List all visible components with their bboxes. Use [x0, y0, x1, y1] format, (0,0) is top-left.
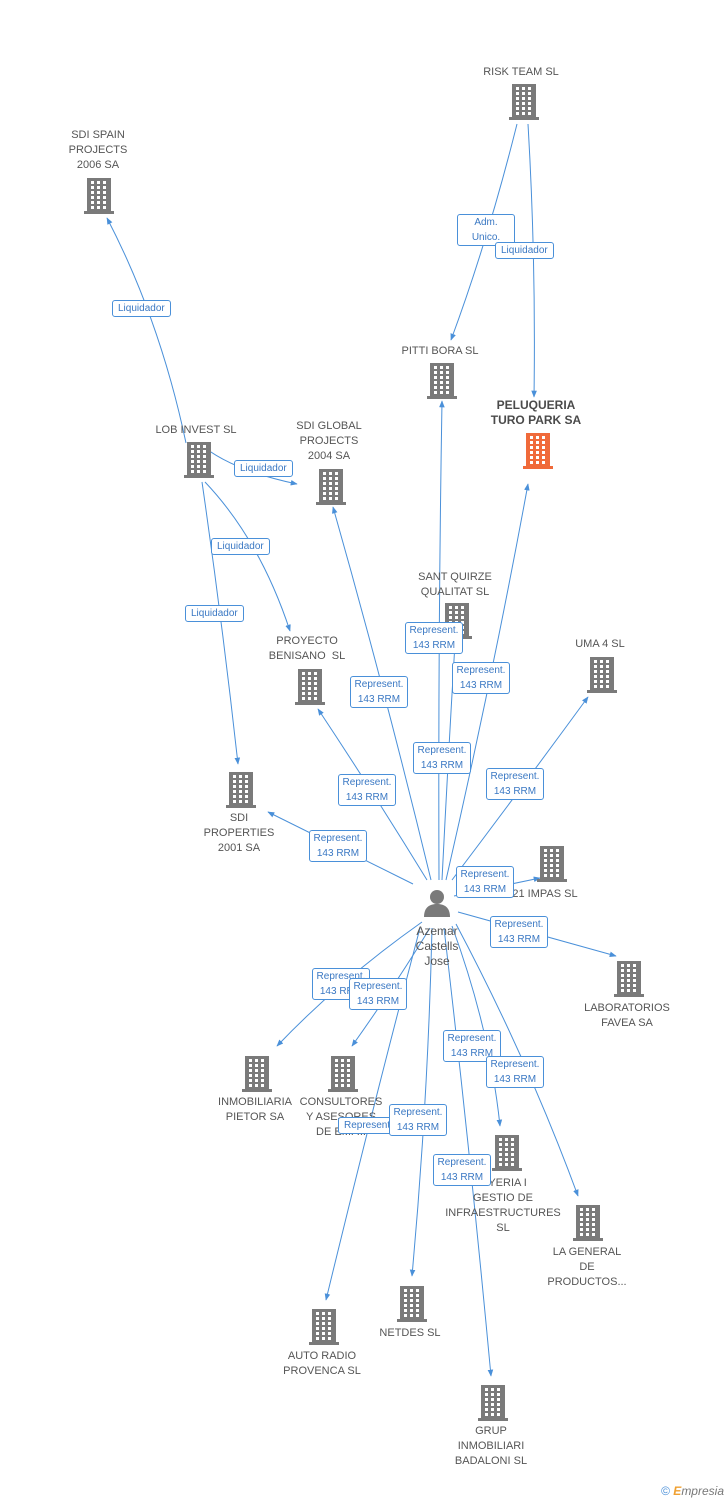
company-name-netdes[interactable]: NETDES SL [379, 1327, 441, 1339]
relation-label[interactable]: Represent.143 RRM [486, 1056, 544, 1088]
building-icon[interactable] [327, 1056, 359, 1092]
building-icon[interactable] [586, 657, 618, 693]
brand-footer[interactable]: © Empresia [661, 1484, 724, 1498]
company-name-risk[interactable]: RISK TEAM SL [483, 66, 559, 78]
relation-label[interactable]: Liquidador [112, 300, 171, 317]
building-icon[interactable] [572, 1205, 604, 1241]
relation-edge-person-enginyeria [451, 925, 503, 1127]
relation-edge-person-grup [443, 927, 494, 1377]
brand-e: E [673, 1484, 682, 1498]
relation-label[interactable]: Represent.143 RRM [309, 830, 367, 862]
relation-label[interactable]: Represent.143 RRM [490, 916, 548, 948]
relation-label[interactable]: Represent.143 RRM [452, 662, 510, 694]
relation-edge-lobinvest-sdispain [106, 217, 187, 444]
brand-rest: mpresia [681, 1484, 724, 1498]
relation-edge-lobinvest-sdiprops [201, 481, 241, 765]
building-icon[interactable] [536, 846, 568, 882]
relation-label[interactable]: Liquidador [234, 460, 293, 477]
relation-label[interactable]: Adm.Unico. [457, 214, 515, 246]
building-icon[interactable] [491, 1135, 523, 1171]
relation-edge-risk-peluqueria [527, 123, 537, 398]
relation-label[interactable]: Represent.143 RRM [349, 978, 407, 1010]
building-icon[interactable] [241, 1056, 273, 1092]
relation-label[interactable]: Liquidador [211, 538, 270, 555]
building-icon[interactable] [183, 442, 215, 478]
building-icon[interactable] [294, 669, 326, 705]
building-icon[interactable] [522, 433, 554, 469]
relation-label[interactable]: Liquidador [185, 605, 244, 622]
relation-label[interactable]: Liquidador [495, 242, 554, 259]
person-icon[interactable] [422, 888, 452, 918]
company-name-lobinvest[interactable]: LOB INVEST SL [155, 424, 237, 436]
relation-label[interactable]: Represent.143 RRM [338, 774, 396, 806]
company-name-pittibora[interactable]: PITTI BORA SL [401, 345, 479, 357]
company-name-uma4[interactable]: UMA 4 SL [575, 638, 625, 650]
relation-label[interactable]: Represent.143 RRM [350, 676, 408, 708]
relation-label[interactable]: Represent.143 RRM [456, 866, 514, 898]
relation-label[interactable]: Represent.143 RRM [405, 622, 463, 654]
building-icon[interactable] [396, 1286, 428, 1322]
building-icon[interactable] [477, 1385, 509, 1421]
relation-label[interactable]: Represent.143 RRM [413, 742, 471, 774]
relation-label[interactable]: Represent.143 RRM [433, 1154, 491, 1186]
relation-label[interactable]: Represent.143 RRM [486, 768, 544, 800]
building-icon[interactable] [508, 84, 540, 120]
relation-label[interactable]: Represent.143 RRM [443, 1030, 501, 1062]
relation-label[interactable]: Represent.143 RRM [389, 1104, 447, 1136]
relation-edge-person-autoradio [324, 927, 421, 1301]
building-icon[interactable] [225, 772, 257, 808]
relation-edge-person-netdes [409, 927, 433, 1277]
building-icon[interactable] [308, 1309, 340, 1345]
building-icon[interactable] [613, 961, 645, 997]
building-icon[interactable] [315, 469, 347, 505]
copyright-symbol: © [661, 1484, 670, 1498]
building-icon[interactable] [83, 178, 115, 214]
building-icon[interactable] [426, 363, 458, 399]
company-name-impas[interactable]: 21 IMPAS SL [512, 888, 578, 900]
